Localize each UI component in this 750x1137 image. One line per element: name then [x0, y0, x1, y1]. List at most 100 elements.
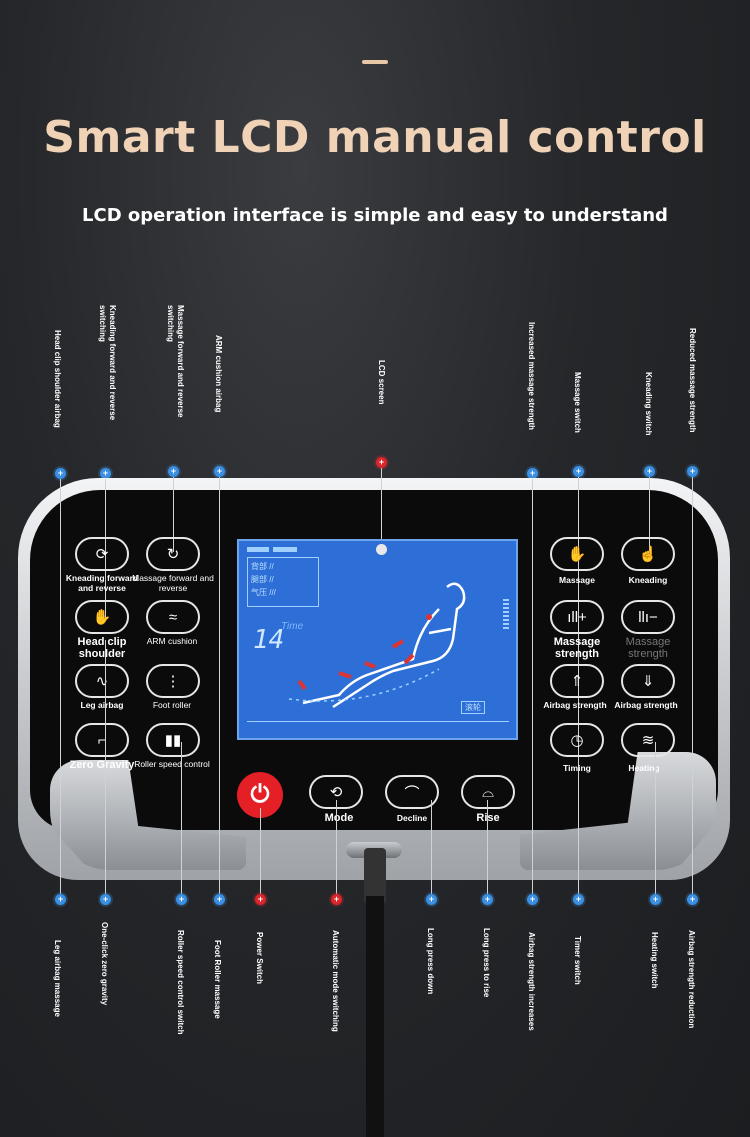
- heating-button[interactable]: ≋: [621, 723, 675, 757]
- leg-icon: ∿: [95, 673, 109, 690]
- callout-dot: +: [687, 894, 698, 905]
- label-foot-roller: Foot Roller massage: [213, 940, 222, 1019]
- callout-line: [487, 800, 488, 898]
- zero-gravity-button[interactable]: ⌐: [75, 723, 129, 757]
- foot-roller-label: Foot roller: [152, 700, 192, 710]
- callout-dot: +: [527, 894, 538, 905]
- massage-strength-down-button[interactable]: llı−: [621, 600, 675, 634]
- label-leg-airbag: Leg airbag massage: [53, 940, 62, 1017]
- lcd-roller-label: 滚轮: [461, 701, 485, 714]
- label-arm-cushion-airbag: ARM cushion airbag: [214, 335, 223, 413]
- rise-button[interactable]: ⌓: [461, 775, 515, 809]
- callout-line: [181, 742, 182, 898]
- chair-upright-icon: ⌓: [482, 783, 494, 801]
- airbag-strength-down-button[interactable]: ⇓: [621, 664, 675, 698]
- rotate-icon: ↻: [166, 546, 180, 563]
- callout-line: [431, 800, 432, 898]
- airbag-strength-up-button[interactable]: ⇑: [550, 664, 604, 698]
- massage-fr-label: Massage forward and reverse: [132, 573, 214, 593]
- callout-line: [578, 477, 579, 897]
- lcd-row: 腿部 //: [251, 575, 274, 584]
- head-clip-button[interactable]: ✋: [75, 600, 129, 634]
- lcd-time-label: Time: [281, 621, 304, 632]
- timing-label: Timing: [563, 763, 591, 773]
- massage-strength-up-label: Massage strength: [553, 636, 601, 660]
- massage-button[interactable]: ✋: [550, 537, 604, 571]
- callout-dot: +: [573, 894, 584, 905]
- head-clip-label: Head clip shoulder: [77, 636, 127, 660]
- bars-minus-icon: llı−: [638, 608, 658, 626]
- kneading-button[interactable]: ☝: [621, 537, 675, 571]
- massage-strength-up-button[interactable]: ıll+: [550, 600, 604, 634]
- stand-spring: [364, 848, 386, 904]
- callout-line: [260, 808, 261, 898]
- massage-fr-button[interactable]: ↻: [146, 537, 200, 571]
- callout-dot: +: [214, 894, 225, 905]
- label-power-switch: Power Switch: [255, 932, 264, 985]
- arm-cushion-button[interactable]: ≈: [146, 600, 200, 634]
- page-subtitle: LCD operation interface is simple and ea…: [82, 205, 668, 226]
- callout-dot: +: [214, 466, 225, 477]
- label-reduce-massage: Reduced massage strength: [688, 328, 697, 433]
- airbag-strength-up-label: Airbag strength: [543, 700, 607, 710]
- power-button[interactable]: ⏻: [237, 772, 283, 818]
- callout-dot: +: [168, 466, 179, 477]
- roller-speed-label: Roller speed control: [134, 759, 210, 769]
- leg-airbag-button[interactable]: ∿: [75, 664, 129, 698]
- callout-dot: +: [100, 468, 111, 479]
- arrow-down-icon: ⇓: [641, 673, 655, 690]
- stand-cable: [366, 896, 384, 1137]
- label-massage-switch: Massage switch: [573, 372, 582, 433]
- label-airbag-increase: Airbag strength increases: [527, 932, 536, 1031]
- callout-line: [173, 477, 174, 552]
- bars-plus-icon: ıll+: [567, 608, 587, 626]
- airbag-strength-down-label: Airbag strength: [614, 700, 678, 710]
- decline-label: Decline: [396, 813, 428, 823]
- kneading-fr-button[interactable]: ⟳: [75, 537, 129, 571]
- label-roller-speed: Roller speed control switch: [176, 930, 185, 1035]
- label-long-press-rise: Long press to rise: [482, 928, 491, 998]
- heating-label: Heating: [628, 763, 660, 773]
- power-icon: ⏻: [250, 781, 270, 808]
- massage-strength-down-label: Massage strength: [625, 636, 671, 660]
- lcd-level-indicator: [503, 599, 509, 629]
- callout-line: [60, 479, 61, 897]
- label-long-press-down: Long press down: [426, 928, 435, 995]
- label-heating-switch: Heating switch: [650, 932, 659, 989]
- kneading-fr-label: Kneading forward and reverse: [65, 573, 139, 593]
- callout-dot: +: [573, 466, 584, 477]
- decline-button[interactable]: ⌒: [385, 775, 439, 809]
- foot-roller-button[interactable]: ⋮: [146, 664, 200, 698]
- heat-waves-icon: ≋: [641, 732, 655, 749]
- lcd-bar: [273, 547, 297, 552]
- callout-line: [655, 742, 656, 898]
- callout-dot: +: [527, 468, 538, 479]
- lcd-screen-marker: [376, 544, 387, 555]
- lcd-baseline: [247, 721, 509, 722]
- label-auto-mode: Automatic mode switching: [331, 930, 340, 1032]
- recline-icon: ⌐: [97, 731, 107, 749]
- arm-cushion-label: ARM cushion: [146, 636, 198, 646]
- callout-dot: +: [482, 894, 493, 905]
- lcd-row: 背部 //: [251, 562, 274, 571]
- callout-dot: +: [376, 457, 387, 468]
- lcd-panel-box: [247, 557, 319, 607]
- callout-dot: +: [331, 894, 342, 905]
- label-airbag-reduction: Airbag strength reduction: [687, 930, 696, 1029]
- clock-icon: ◷: [570, 732, 584, 749]
- lcd-time-digits: 14: [253, 625, 285, 655]
- label-massage-fr: Massage forward and reverse switching: [166, 305, 185, 418]
- lcd-row: 气压 ///: [251, 588, 276, 597]
- callout-line: [692, 477, 693, 897]
- page-title: Smart LCD manual control: [43, 112, 707, 163]
- label-zero-gravity: One-click zero gravity: [100, 922, 109, 1006]
- arrow-up-icon: ⇑: [570, 673, 584, 690]
- zero-gravity-label: Zero Gravity: [69, 759, 135, 771]
- shoulder-icon: ✋: [92, 609, 112, 626]
- timing-button[interactable]: ◷: [550, 723, 604, 757]
- callout-dot: +: [650, 894, 661, 905]
- callout-dot: +: [55, 894, 66, 905]
- label-head-clip-airbag: Head clip shoulder airbag: [53, 330, 62, 428]
- roller-speed-button[interactable]: ▮▮: [146, 723, 200, 757]
- callout-line: [219, 477, 220, 897]
